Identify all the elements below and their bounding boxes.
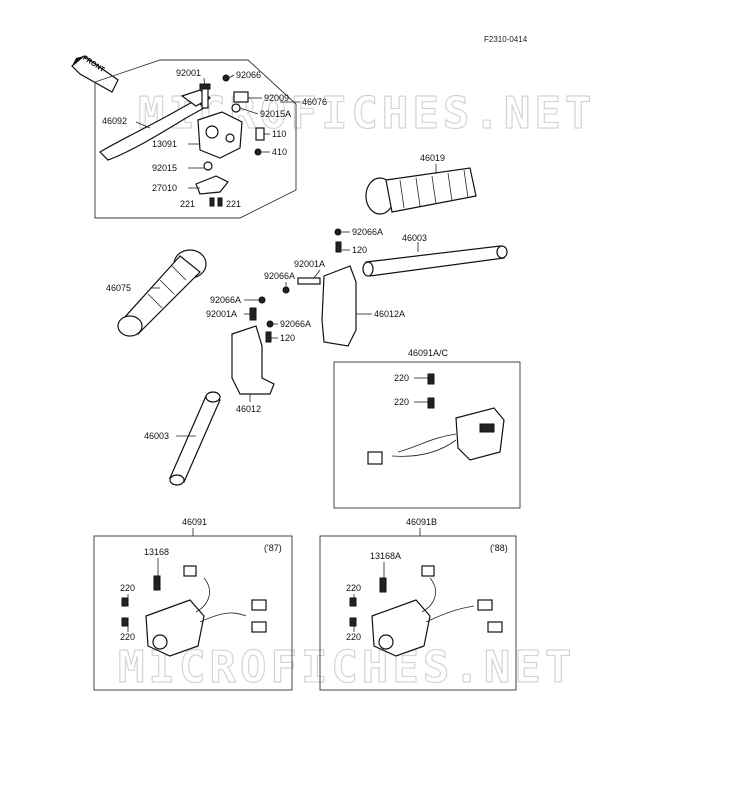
holder-46012 [231, 325, 275, 395]
label-110: 110 [272, 129, 286, 139]
nut-92066 [222, 74, 230, 82]
label-410: 410 [272, 147, 287, 157]
label-92066: 92066 [236, 70, 261, 80]
label-46091: 46091 [182, 517, 207, 527]
label-46076: 46076 [302, 97, 327, 107]
nut-92015 [203, 161, 213, 171]
switch-27010 [195, 175, 229, 195]
label-220-5: 220 [346, 583, 361, 593]
label-46012a: 46012A [374, 309, 405, 319]
label-92066a-1: 92066A [352, 227, 383, 237]
switch-46091 [121, 565, 267, 657]
label-120-2: 120 [280, 333, 295, 343]
handlebar-46003-right [362, 245, 508, 277]
label-220-3: 220 [120, 583, 135, 593]
lever-assembly-frame [94, 59, 297, 219]
label-46003-bottom: 46003 [144, 431, 169, 441]
label-46091b: 46091B [406, 517, 437, 527]
watermark-bottom: MICROFICHES.NET [118, 642, 575, 693]
switch-46091b-frame [319, 535, 517, 691]
label-13091: 13091 [152, 139, 177, 149]
label-220-1: 220 [394, 373, 409, 383]
reference-code: F2310-0414 [484, 35, 528, 44]
label-92066a-2: 92066A [264, 271, 295, 281]
screw-92009 [233, 91, 249, 103]
leader-lines [127, 74, 437, 632]
label-46012: 46012 [236, 404, 261, 414]
nut-92015a [231, 103, 241, 113]
label-92066a-4: 92066A [280, 319, 311, 329]
washer-410 [254, 148, 262, 156]
label-220-2: 220 [394, 397, 409, 407]
nut-92066a-2 [282, 286, 290, 294]
bolt-120-upper [335, 241, 342, 253]
label-92066a-3: 92066A [210, 295, 241, 305]
label-46091ac: 46091A/C [408, 348, 449, 358]
label-221-a: 221 [180, 199, 195, 209]
bolt-120-lower [265, 331, 272, 343]
label-88: ('88) [490, 543, 508, 553]
label-13168: 13168 [144, 547, 169, 557]
label-220-4: 220 [120, 632, 135, 642]
label-92009: 92009 [264, 93, 289, 103]
label-120-1: 120 [352, 245, 367, 255]
grip-46019 [365, 167, 477, 215]
screw-221-a [209, 197, 215, 207]
switch-46091ac [367, 373, 505, 465]
nut-92066a-4 [266, 320, 274, 328]
bolt-92001a-upper [297, 277, 321, 285]
screw-221-b [217, 197, 223, 207]
label-27010: 27010 [152, 183, 177, 193]
switch-46091ac-frame [333, 361, 521, 509]
label-46092: 46092 [102, 116, 127, 126]
label-46003-top: 46003 [402, 233, 427, 243]
label-220-6: 220 [346, 632, 361, 642]
label-92001a-2: 92001A [206, 309, 237, 319]
lever-holder [197, 111, 243, 159]
label-46019: 46019 [420, 153, 445, 163]
label-92001a-1: 92001A [294, 259, 325, 269]
label-87: ('87) [264, 543, 282, 553]
label-92015a: 92015A [260, 109, 291, 119]
label-221-b: 221 [226, 199, 241, 209]
label-92015: 92015 [152, 163, 177, 173]
label-13168a: 13168A [370, 551, 401, 561]
label-46075: 46075 [106, 283, 131, 293]
holder-46012a [321, 265, 357, 347]
switch-46091b [349, 565, 503, 657]
bolt-92001a-lower [249, 307, 257, 321]
bolt-110 [255, 127, 265, 141]
nut-92066a-1 [334, 228, 342, 236]
grip-46075 [117, 249, 207, 337]
label-92001: 92001 [176, 68, 201, 78]
nut-92066a-3 [258, 296, 266, 304]
handlebar-46003-left [169, 391, 221, 486]
